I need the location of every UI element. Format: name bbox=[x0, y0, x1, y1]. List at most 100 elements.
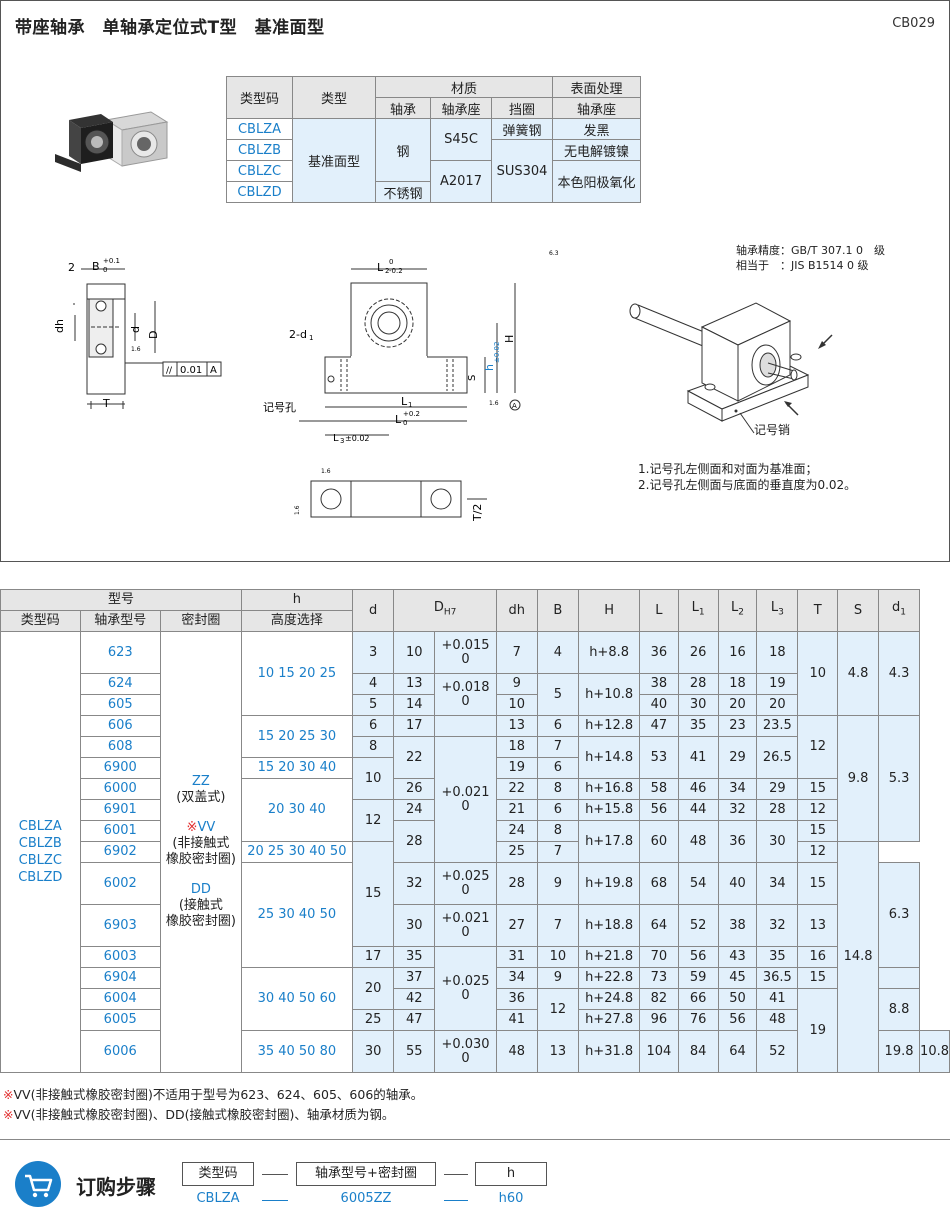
side-view-drawing: 2 B +0.1 0 dh d D 1.6 // 0.01 A T bbox=[53, 257, 222, 410]
dim-l2-sub: 2 bbox=[385, 267, 389, 275]
dim-t2: T/2 bbox=[471, 504, 484, 522]
type-code: CBLZC bbox=[226, 160, 293, 182]
dim-s: S bbox=[467, 375, 478, 381]
cell-l: 73 bbox=[639, 967, 679, 989]
cell-d1: 6.3 bbox=[878, 862, 921, 968]
cell-l: 38 bbox=[639, 673, 679, 695]
header-t: T bbox=[797, 589, 839, 632]
bearing-model: 6903 bbox=[79, 904, 161, 947]
ring-spring-steel: 弹簧钢 bbox=[491, 118, 553, 140]
header-ring: 挡圈 bbox=[491, 97, 553, 119]
bearing-model: 6002 bbox=[79, 862, 161, 905]
cell-big-h: h+27.8 bbox=[578, 1009, 641, 1031]
product-info-panel: 带座轴承 单轴承定位式T型 基准面型 CB029 类型码 类型 材质 表面处理 … bbox=[0, 0, 950, 562]
order-connector bbox=[262, 1174, 288, 1175]
cell-l1: 30 bbox=[677, 694, 719, 716]
bearing-model: 623 bbox=[79, 631, 161, 674]
cell-s: 4.8 bbox=[837, 631, 880, 716]
bearing-stainless: 不锈钢 bbox=[375, 181, 431, 203]
bottom-view-drawing: 1.6 1.6 T/2 bbox=[294, 468, 487, 522]
spec-table-wrap: 型号 h d DH7 dh B H L L1 L2 L3 T S d1 类型码 … bbox=[0, 589, 950, 1073]
cell-b: 4 bbox=[536, 631, 580, 674]
cell-l2: 45 bbox=[717, 967, 758, 989]
cell-l1: 41 bbox=[677, 736, 719, 779]
header-l3: L3 bbox=[756, 589, 799, 632]
cell-l: 104 bbox=[639, 1030, 679, 1073]
cell-dia: 47 bbox=[393, 1009, 436, 1031]
cell-d1: 10.8 bbox=[919, 1030, 950, 1073]
cell-b: 10 bbox=[536, 946, 580, 968]
isometric-drawing bbox=[629, 302, 833, 434]
cell-b: 7 bbox=[536, 736, 580, 758]
dim-l-tol2: 0 bbox=[403, 419, 407, 427]
cell-big-h: h+19.8 bbox=[578, 862, 641, 905]
cell-l2: 20 bbox=[717, 694, 758, 716]
dim-l: L bbox=[395, 413, 402, 426]
cell-l1: 84 bbox=[677, 1030, 719, 1073]
cell-s: 19.8 bbox=[878, 1030, 921, 1073]
height-options: 15 20 25 30 bbox=[240, 715, 353, 758]
cell-b: 7 bbox=[536, 841, 580, 863]
footnote-1: ※VV(非接触式橡胶密封圈)不适用于型号为623、624、605、606的轴承。 bbox=[3, 1087, 424, 1102]
front-view-drawing: L 2 -0.2 0 2-d 1 记号孔 L 1 L +0.2 0 L 3 ±0… bbox=[263, 250, 559, 445]
cell-l2: 34 bbox=[717, 778, 758, 800]
cell-dia: 13 bbox=[393, 673, 436, 695]
cell-l1: 76 bbox=[677, 1009, 719, 1031]
dim-h-total: H bbox=[503, 335, 516, 343]
cell-t: 15 bbox=[797, 967, 839, 989]
header-material: 材质 bbox=[375, 76, 553, 98]
cell-dia: 28 bbox=[393, 820, 436, 863]
product-photo bbox=[55, 111, 169, 172]
cell-b: 8 bbox=[536, 820, 580, 842]
cell-l2: 43 bbox=[717, 946, 758, 968]
seal-group: ZZ (双盖式) ※VV (非接触式 橡胶密封圈) DD (接触式 橡胶密封圈) bbox=[159, 631, 242, 1073]
cell-big-h: h+31.8 bbox=[578, 1030, 641, 1073]
order-title: 订购步骤 bbox=[76, 1175, 156, 1199]
header-s: S bbox=[837, 589, 880, 632]
cell-l1: 59 bbox=[677, 967, 719, 989]
rough-63: 6.3 bbox=[549, 250, 559, 257]
dim-l2-tol: -0.2 bbox=[389, 267, 403, 275]
cell-l3: 48 bbox=[756, 1009, 799, 1031]
precision-line-1: 轴承精度：GB/T 307.1 0 级 bbox=[736, 244, 885, 257]
cell-l2: 18 bbox=[717, 673, 758, 695]
cell-d: 10 bbox=[351, 757, 395, 800]
cell-big-h: h+22.8 bbox=[578, 967, 641, 989]
cell-big-h: h+15.8 bbox=[578, 799, 641, 821]
housing-a2017: A2017 bbox=[430, 160, 492, 203]
cart-icon bbox=[15, 1161, 61, 1207]
cell-dh: 24 bbox=[495, 820, 538, 842]
order-steps: 订购步骤 类型码 轴承型号+密封圈 h CBLZA 6005ZZ h60 bbox=[0, 1139, 950, 1228]
cell-dia: 55 bbox=[393, 1030, 436, 1073]
cell-dh: 19 bbox=[495, 757, 538, 779]
order-connector bbox=[444, 1200, 468, 1201]
precision-line-2: 相当于 ：JIS B1514 0 级 bbox=[736, 259, 869, 272]
cell-dia: 14 bbox=[393, 694, 436, 716]
cell-l: 60 bbox=[639, 820, 679, 863]
header-type-code: 类型码 bbox=[226, 76, 293, 119]
cell-dia: 17 bbox=[393, 715, 436, 737]
dim-l-tol: +0.2 bbox=[403, 410, 420, 418]
height-options: 15 20 30 40 bbox=[240, 757, 353, 779]
cell-l: 36 bbox=[639, 631, 679, 674]
note-1: 1.记号孔左侧面和对面为基准面； bbox=[638, 462, 818, 476]
cell-b: 12 bbox=[536, 988, 580, 1031]
cell-t: 13 bbox=[797, 904, 839, 947]
cell-dia: 32 bbox=[393, 862, 436, 905]
cell-l1: 66 bbox=[677, 988, 719, 1010]
cell-d1: 8.8 bbox=[878, 988, 921, 1031]
cell-l: 68 bbox=[639, 862, 679, 905]
cell-d: 4 bbox=[351, 673, 395, 695]
cell-d: 15 bbox=[351, 841, 395, 947]
header-b: B bbox=[536, 589, 580, 632]
header-l: L bbox=[639, 589, 679, 632]
cell-l2: 29 bbox=[717, 736, 758, 779]
header-surface-housing: 轴承座 bbox=[552, 97, 641, 119]
dim-hole: 2-d bbox=[289, 328, 307, 341]
cell-dh: 27 bbox=[495, 904, 538, 947]
